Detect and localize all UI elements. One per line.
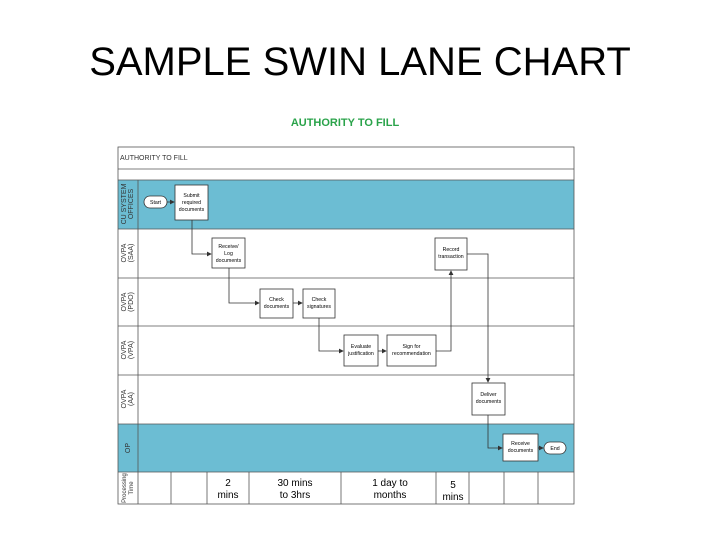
lane-label-line2: (AA) [128, 392, 135, 406]
box-label-line1: Sign for [403, 344, 421, 350]
connectors [167, 199, 544, 451]
lane-label-line2: Time [129, 481, 135, 495]
lane-dividers [118, 168, 574, 504]
receive-log-documents-box: Receive/ Log documents [211, 237, 246, 269]
box-label-line3: documents [179, 207, 205, 213]
box-label-line2: recommendation [392, 351, 431, 357]
start-label: Start [150, 200, 162, 206]
box-label-line1: Record [443, 247, 460, 253]
time-line1: 1 day to [372, 478, 408, 489]
lane-label-cu-system: CU SYSTEM OFFICES [121, 183, 135, 224]
check-signatures-box: Check signatures [302, 288, 336, 319]
end-node: End [543, 441, 567, 455]
time-line1: 30 mins [277, 478, 312, 489]
record-transaction-box: Record transaction [434, 237, 468, 271]
lane-label-line1: OVPA [121, 292, 128, 311]
sign-recommendation-box: Sign for recommendation [386, 334, 437, 367]
lane-label-line1: OVPA [121, 389, 128, 408]
lane-label-line1: OVPA [121, 340, 128, 359]
box-label-line1: Evaluate [351, 344, 371, 350]
lane-label-pdo: OVPA (PDO) [121, 292, 135, 312]
lane-label-line2: OFFICES [128, 189, 135, 220]
box-label-line2: justification [347, 351, 374, 357]
box-label-line1: Submit [183, 193, 200, 199]
lane-label-processing-time: Processing Time [122, 473, 135, 503]
box-label-line2: transaction [438, 254, 463, 260]
lane-label-line1: OVPA [121, 243, 128, 262]
deliver-documents-box: Deliver documents [471, 382, 506, 416]
chart-title: AUTHORITY TO FILL [290, 117, 400, 129]
check-documents-box: Check documents [259, 288, 294, 319]
box-label-line1: Receive [511, 441, 530, 447]
box-label-line2: documents [264, 304, 290, 310]
box-label-line1: Receive/ [218, 244, 239, 250]
processing-time-1: 2 mins [217, 478, 238, 501]
lane-label-vpa: OVPA (VPA) [121, 340, 135, 359]
lane-label-line2: (VPA) [128, 341, 135, 359]
lane-label-op: OP [125, 443, 132, 453]
end-label: End [550, 446, 559, 452]
start-node: Start [143, 195, 168, 209]
lane-label-line2: (PDO) [128, 292, 135, 312]
receive-documents-op-box: Receive documents [502, 433, 539, 462]
slide-title: SAMPLE SWIN LANE CHART [89, 40, 631, 84]
processing-time-4: 5 mins [442, 480, 463, 503]
box-label-line1: Deliver [480, 392, 496, 398]
box-label-line3: documents [216, 258, 242, 264]
box-label-line2: signatures [307, 304, 331, 310]
lane-label-line2: (SAA) [128, 244, 135, 263]
lane-label-line1: Processing [122, 473, 128, 503]
time-line2: mins [442, 492, 463, 503]
box-label-line1: Check [269, 297, 284, 303]
header-row-label: AUTHORITY TO FILL [120, 155, 188, 162]
time-line2: mins [217, 490, 238, 501]
lane-label-line1: OP [125, 443, 132, 453]
box-label-line2: Log [224, 251, 233, 257]
processing-time-3: 1 day to months [372, 478, 408, 501]
submit-documents-box: Submit required documents [174, 184, 209, 221]
box-label-line2: required [182, 200, 201, 206]
lane-label-saa: OVPA (SAA) [121, 243, 135, 262]
time-line1: 2 [225, 478, 231, 489]
box-label-line2: documents [476, 399, 502, 405]
lane-label-line1: CU SYSTEM [121, 183, 128, 224]
box-label-line1: Check [312, 297, 327, 303]
lane-label-aa: OVPA (AA) [121, 389, 135, 408]
box-label-line2: documents [508, 448, 534, 454]
time-line2: to 3hrs [280, 490, 311, 501]
processing-time-2: 30 mins to 3hrs [277, 478, 312, 501]
time-line2: months [374, 490, 407, 501]
time-line1: 5 [450, 480, 456, 491]
diagram-frame [117, 146, 575, 505]
evaluate-justification-box: Evaluate justification [343, 334, 379, 367]
